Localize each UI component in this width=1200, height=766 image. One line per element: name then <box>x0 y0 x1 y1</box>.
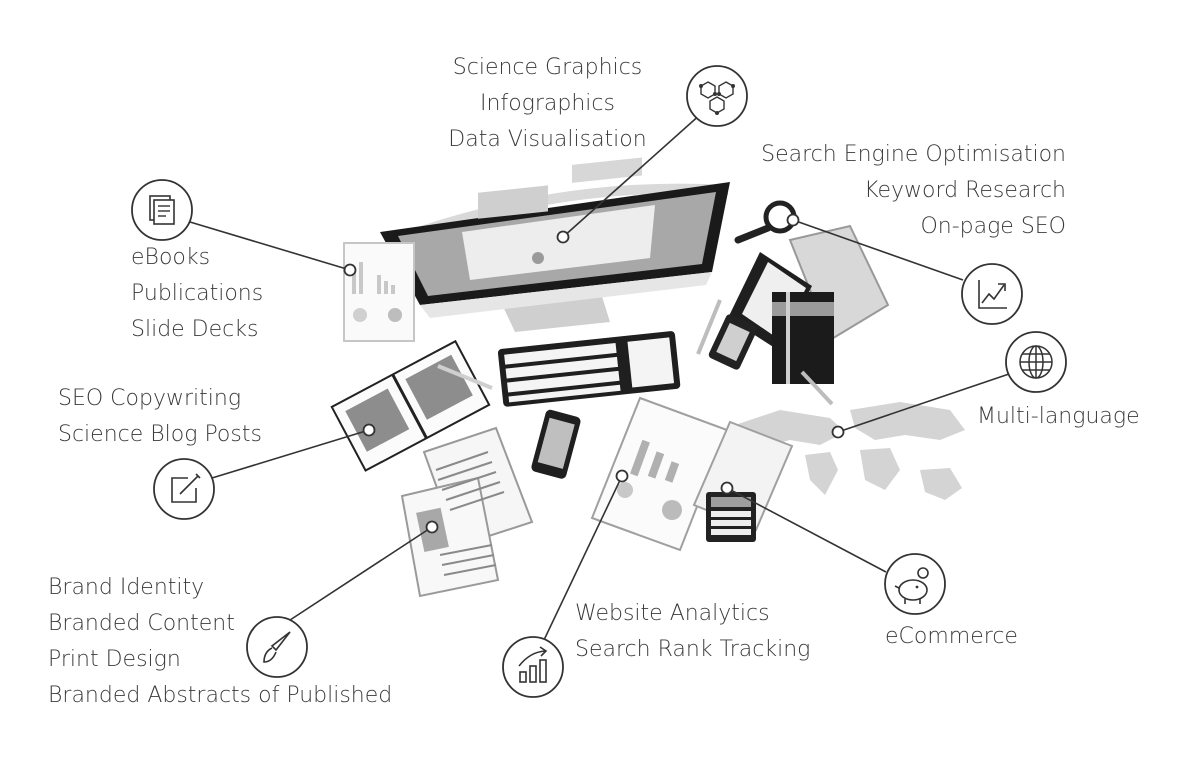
dot-science <box>556 230 570 244</box>
label-branded-content: Branded Content <box>48 611 235 636</box>
report-paper-illustration <box>343 242 415 342</box>
dot-copywriting <box>362 423 376 437</box>
label-slide-decks: Slide Decks <box>131 317 259 342</box>
label-multi-language: Multi-language <box>977 404 1140 429</box>
paint-brush-icon <box>246 616 308 678</box>
notebook-illustration <box>330 339 491 472</box>
dot-ecommerce <box>720 481 734 495</box>
connector-lines <box>189 112 1010 641</box>
seo-group: Search Engine Optimisation Keyword Resea… <box>740 137 1066 245</box>
folders-illustration <box>437 224 890 406</box>
label-seo-copywriting: SEO Copywriting <box>58 386 242 411</box>
calculator-illustration <box>706 492 756 542</box>
label-website-analytics: Website Analytics <box>575 601 770 626</box>
label-science-blog-posts: Science Blog Posts <box>58 422 262 447</box>
copywriting-group: SEO Copywriting Science Blog Posts <box>58 381 318 453</box>
connector-dots <box>343 213 845 534</box>
label-keyword-research: Keyword Research <box>864 178 1066 203</box>
label-science-graphics: Science Graphics <box>452 55 643 80</box>
edit-note-icon <box>153 458 215 520</box>
connector-ecommerce <box>726 487 887 573</box>
dot-brand <box>425 520 439 534</box>
newspaper-illustration <box>400 426 534 598</box>
connector-science <box>562 112 703 238</box>
connector-ebooks <box>189 221 351 271</box>
label-ebooks: eBooks <box>131 245 211 270</box>
ecommerce-group: eCommerce <box>885 619 1085 655</box>
trend-chart-icon <box>961 263 1023 325</box>
hexagon-network-icon <box>686 65 748 127</box>
dot-ebooks <box>343 263 357 277</box>
connector-brand <box>286 526 433 623</box>
multi-language-group: Multi-language <box>977 399 1177 435</box>
globe-icon <box>1005 331 1067 393</box>
ebooks-group: eBooks Publications Slide Decks <box>131 240 331 348</box>
label-search-engine-optimisation: Search Engine Optimisation <box>761 142 1066 167</box>
connector-seo <box>792 219 964 281</box>
label-print-design: Print Design <box>48 647 181 672</box>
science-graphics-group: Science Graphics Infographics Data Visua… <box>440 50 655 158</box>
keyboard-illustration <box>497 331 681 407</box>
label-ecommerce: eCommerce <box>885 624 1018 649</box>
computer-monitor-illustration <box>380 157 730 332</box>
brand-group: Brand Identity Branded Content Print Des… <box>48 570 393 714</box>
connector-analytics <box>543 475 623 641</box>
dot-analytics <box>615 469 629 483</box>
label-brand-identity: Brand Identity <box>48 575 205 600</box>
label-branded-abstracts: Branded Abstracts of Published <box>48 683 393 708</box>
piggy-bank-icon <box>884 553 946 615</box>
icon-circles <box>131 65 1067 698</box>
smartphone-illustration <box>531 409 581 479</box>
connector-copywriting <box>211 429 370 479</box>
growth-bars-icon <box>502 636 564 698</box>
label-on-page-seo: On-page SEO <box>920 214 1066 239</box>
documents-icon <box>131 179 193 241</box>
label-infographics: Infographics <box>480 91 615 116</box>
label-data-visualisation: Data Visualisation <box>448 127 647 152</box>
dot-multilanguage <box>831 425 845 439</box>
label-publications: Publications <box>131 281 264 306</box>
label-search-rank-tracking: Search Rank Tracking <box>575 637 811 662</box>
connector-multilanguage <box>837 373 1010 433</box>
dot-seo <box>786 213 800 227</box>
analytics-group: Website Analytics Search Rank Tracking <box>575 596 835 668</box>
